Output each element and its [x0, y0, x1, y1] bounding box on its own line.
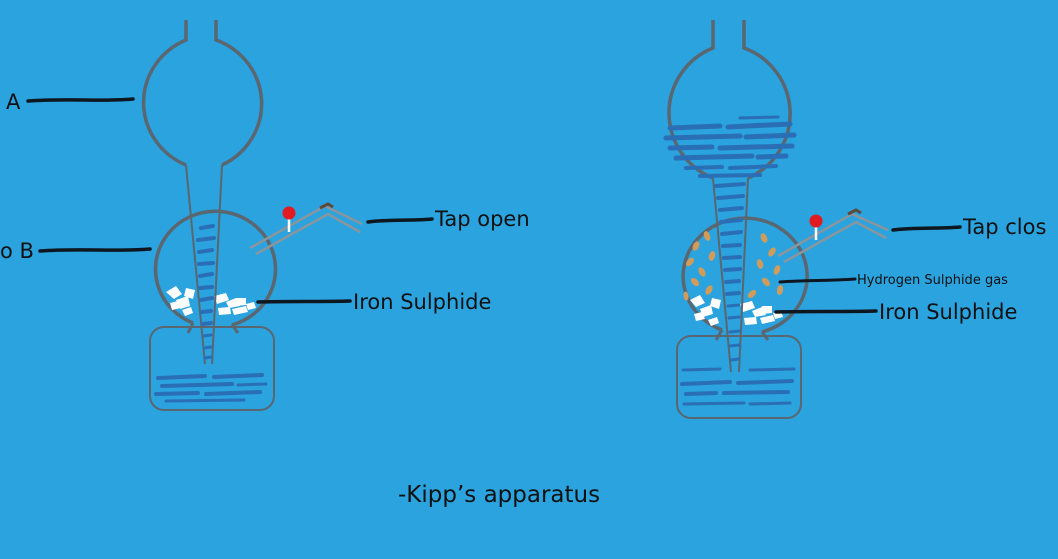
- right-gas-label: Hydrogen Sulphide gas: [857, 273, 1008, 288]
- left-solid-label: Iron Sulphide: [353, 290, 491, 314]
- left-pointer-a: [26, 97, 135, 103]
- left-pointer-b: [38, 247, 152, 253]
- left-top-globe: [141, 20, 264, 167]
- left-bottom-reservoir: [149, 326, 275, 411]
- left-pointer-tap: [366, 217, 434, 224]
- right-tube-liquid: [714, 182, 746, 362]
- right-bottom-reservoir: [676, 335, 802, 419]
- left-label-b: o B: [0, 239, 34, 263]
- left-label-a: A: [6, 90, 21, 114]
- right-hydrogen-sulphide-gas: [683, 231, 784, 301]
- right-solid-label: Iron Sulphide: [879, 300, 1017, 324]
- left-funnel-tube: [185, 164, 223, 365]
- right-pointer-solid: [774, 309, 878, 314]
- left-delivery-tube: [249, 204, 363, 256]
- right-apparatus: Tap clos Hydrogen Sulphide gas Iron Sulp…: [663, 20, 1046, 419]
- right-globe-liquid: [663, 115, 797, 178]
- left-bulb-neck: [186, 322, 240, 334]
- left-reservoir-liquid: [154, 373, 268, 403]
- left-tap-joint: [319, 202, 334, 210]
- right-iron-sulphide-solid: [690, 295, 783, 326]
- right-bulb-neck: [714, 329, 770, 341]
- right-funnel-tube: [712, 177, 749, 373]
- left-tube-liquid: [196, 224, 216, 360]
- right-tap-joint: [847, 208, 862, 216]
- diagram-caption: -Kipp’s apparatus: [398, 482, 600, 508]
- left-apparatus: A o B Tap open Iron Sulphide: [0, 20, 530, 411]
- left-tap-label: Tap open: [434, 207, 530, 231]
- right-tap-label: Tap clos: [962, 215, 1046, 239]
- left-tap-knob: [282, 206, 296, 220]
- right-reservoir-liquid: [680, 367, 796, 406]
- left-iron-sulphide-solid: [166, 286, 256, 316]
- right-pointer-gas: [778, 277, 857, 284]
- left-pointer-solid: [256, 299, 352, 304]
- right-delivery-tube: [777, 212, 889, 264]
- right-pointer-tap: [891, 225, 962, 232]
- right-tap-knob: [809, 214, 823, 228]
